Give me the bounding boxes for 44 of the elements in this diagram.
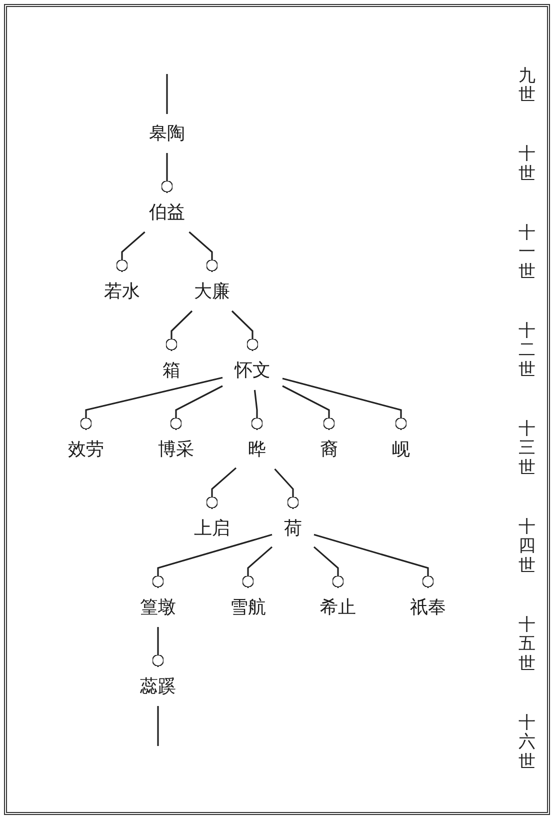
connector [116, 230, 146, 272]
node-text: 雪航 [230, 596, 266, 618]
generation-label: 十世 [518, 145, 536, 184]
connector [274, 468, 300, 508]
connector [206, 466, 237, 508]
node-text: 箱 [162, 360, 180, 380]
node-text: 博采 [158, 438, 194, 460]
connector [165, 310, 193, 350]
connector [170, 384, 223, 430]
node-text: 岘 [392, 438, 410, 460]
node-text: 荷 [284, 518, 302, 538]
node-text: 裔 [320, 438, 338, 460]
node-text: 大廉 [194, 280, 230, 302]
node-text: 祇奉 [410, 596, 446, 618]
generation-label: 十四世 [518, 518, 536, 576]
generation-label: 十五世 [518, 616, 536, 674]
node-text: 希止 [320, 596, 356, 618]
connector [80, 376, 223, 430]
node-text: 蕊蹊 [140, 676, 176, 696]
connector [188, 230, 218, 272]
node-text: 上启 [194, 518, 230, 538]
generation-label: 十三世 [518, 420, 536, 478]
node-text: 晔 [248, 438, 266, 460]
connector [152, 533, 272, 588]
generation-label: 十二世 [518, 322, 536, 380]
connector [250, 389, 264, 430]
generation-label: 十六世 [518, 714, 536, 772]
node-text: 效劳 [68, 438, 104, 460]
generation-label: 九世 [518, 66, 536, 106]
connector [313, 546, 344, 588]
connector [282, 377, 408, 430]
connector [231, 310, 259, 350]
node-text: 篁墩 [140, 596, 176, 618]
node-text: 皋陶 [149, 122, 185, 144]
connector [152, 626, 164, 666]
connector [157, 706, 159, 746]
connector [242, 546, 273, 588]
connector [166, 74, 168, 114]
connector [314, 533, 434, 588]
connector [160, 152, 174, 192]
node-text: 伯益 [149, 202, 185, 222]
connector [282, 384, 336, 430]
node-text: 若水 [104, 280, 140, 302]
generation-label: 十一世 [518, 224, 536, 282]
